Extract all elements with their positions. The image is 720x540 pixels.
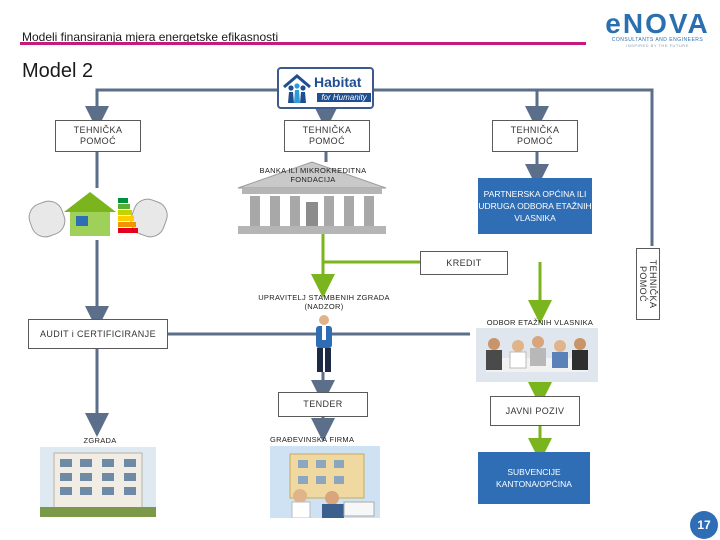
meeting-photo <box>476 328 598 382</box>
box-kredit: KREDIT <box>420 251 508 275</box>
upravitelj-label: UPRAVITELJ STAMBENIH ZGRADA (NADZOR) <box>258 293 390 311</box>
header-title: Modeli finansiranja mjera energetske efi… <box>22 30 279 44</box>
bank-building-icon <box>237 161 387 234</box>
box-javni-poziv: JAVNI POZIV <box>490 396 580 426</box>
habitat-logo: Habitat for Humanity <box>277 67 374 109</box>
supervisor-figure-icon <box>316 315 332 372</box>
vertical-label: TEHNIČKA POMOĆ <box>638 259 658 309</box>
box-tehnicka-pomoc-vertical: TEHNIČKA POMOĆ <box>636 248 660 320</box>
page-number: 17 <box>690 511 718 539</box>
line-habitat-left <box>85 88 277 130</box>
habitat-name: Habitat <box>314 74 362 90</box>
box-tehnicka-pomoc-right: TEHNIČKA POMOĆ <box>492 120 578 152</box>
odbor-label: ODBOR ETAŽNIH VLASNIKA <box>486 318 594 327</box>
header-rule <box>20 42 586 45</box>
logo-word: eNOVA <box>605 8 710 39</box>
line-habitat-vertical <box>374 88 654 246</box>
logo-tagline: CONSULTANTS AND ENGINEERS <box>611 37 704 43</box>
box-tehnicka-pomoc-center: TEHNIČKA POMOĆ <box>284 120 370 152</box>
box-tender: TENDER <box>278 392 368 417</box>
line-habitat-right <box>374 88 549 130</box>
box-subvencije: SUBVENCIJE KANTONA/OPĆINA <box>478 452 590 504</box>
model-title: Model 2 <box>22 60 94 82</box>
building-photo <box>40 447 156 517</box>
box-tehnicka-pomoc-left: TEHNIČKA POMOĆ <box>55 120 141 152</box>
habitat-house-icon <box>283 74 311 103</box>
zgrada-label: ZGRADA <box>83 436 117 445</box>
bank-label: BANKA ILI MIKROKREDITNA FONDACIJA <box>259 166 367 184</box>
box-partnerska-opcina: PARTNERSKA OPĆINA ILI UDRUGA ODBORA ETAŽ… <box>478 178 592 234</box>
enova-logo: eNOVA CONSULTANTS AND ENGINEERS INSPIRED… <box>600 8 715 48</box>
energy-house-illustration <box>28 192 168 238</box>
box-audit-certificiranje: AUDIT i CERTIFICIRANJE <box>28 319 168 349</box>
construction-firm-photo <box>270 446 380 518</box>
gradjevinska-label: GRAĐEVINSKA FIRMA <box>270 435 355 444</box>
habitat-sub: for Humanity <box>317 93 371 102</box>
logo-subtagline: INSPIRED BY THE FUTURE <box>626 43 689 48</box>
